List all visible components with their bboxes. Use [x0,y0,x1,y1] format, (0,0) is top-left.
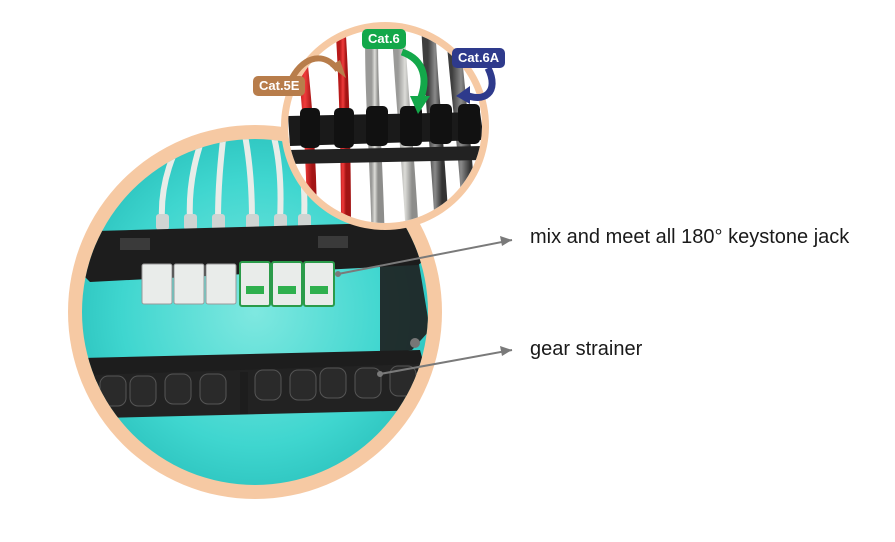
cat6-tag: Cat.6 [362,29,406,49]
keystone-callout: mix and meet all 180° keystone jack [530,226,850,248]
cable-boots [156,214,311,230]
strainer-callout: gear strainer [530,338,643,360]
arrow-cat6a-head [456,86,470,104]
keystone-jacks [141,261,335,307]
cat6a-tag: Cat.6A [452,48,506,68]
zoom-circle [281,22,489,230]
arrow-cat6-head [410,96,430,114]
patch-cables [158,139,308,223]
callout-lines [335,236,513,377]
arrow-cat5e-head [330,60,346,78]
cat5e-tag: Cat.5E [253,76,306,96]
gear-strainer-clips [99,365,417,407]
arrow-cat6 [400,48,428,102]
